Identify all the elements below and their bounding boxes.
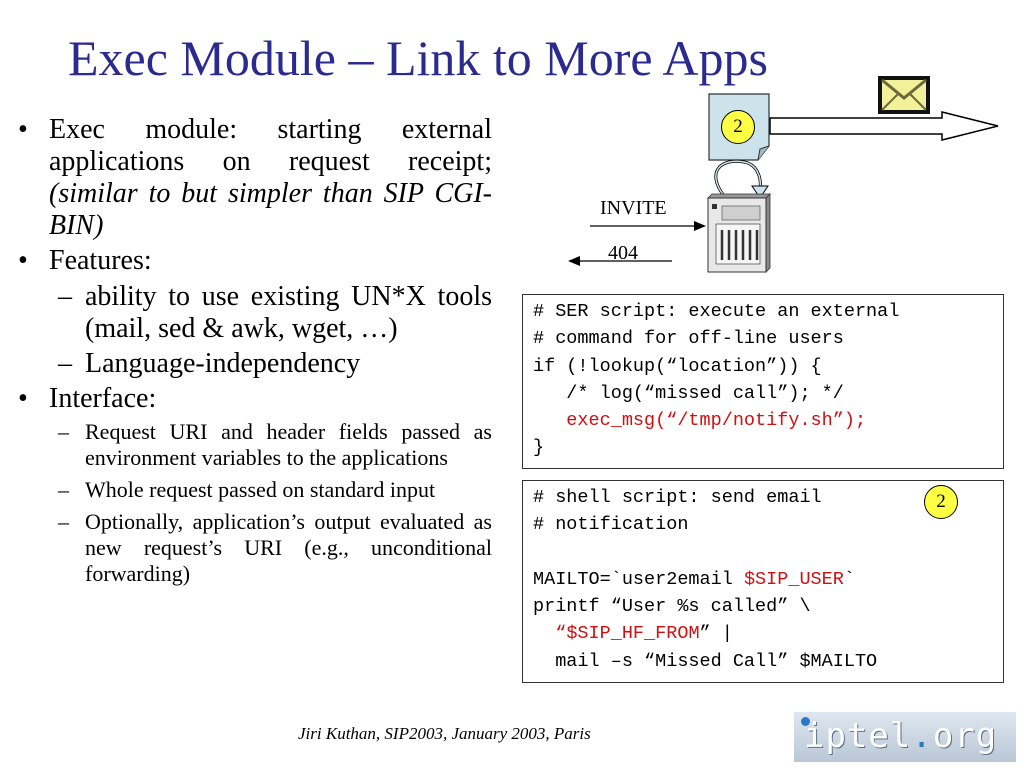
flow-diagram	[568, 76, 999, 273]
bullet-text: Exec module: starting external applicati…	[49, 114, 492, 177]
sub-bullet-language: – Language-independency	[40, 348, 492, 380]
sub-bullet-marker: –	[58, 348, 72, 379]
iptel-logo: iptel.org	[794, 712, 1016, 762]
code-line: mail –s “Missed Call” $MAILTO	[533, 650, 878, 672]
slide-footer: Jiri Kuthan, SIP2003, January 2003, Pari…	[298, 724, 591, 743]
code-line-blank	[533, 539, 993, 566]
bullet-text: Interface:	[49, 383, 157, 414]
bullet-text: Features:	[49, 245, 152, 276]
bullet-list: • Exec module: starting external applica…	[18, 114, 492, 593]
sub-bullet-text: Language-independency	[85, 348, 361, 379]
code-line: # shell script: send email	[533, 487, 822, 508]
code-indent	[533, 623, 555, 644]
code-line-highlight: exec_msg(“/tmp/notify.sh”);	[533, 410, 867, 432]
step-badge-shell: 2	[924, 485, 958, 519]
logo-text-dot: .	[911, 716, 933, 756]
code-line: # SER script: execute an external	[533, 301, 900, 322]
slide-title: Exec Module – Link to More Apps	[68, 30, 768, 86]
code-line: /* log(“missed call”); */	[533, 382, 844, 404]
code-text: `	[843, 568, 855, 590]
invite-label: INVITE	[600, 197, 667, 219]
sub-list: – Request URI and header fields passed a…	[49, 419, 492, 587]
code-line: # command for off-line users	[533, 328, 844, 350]
response-arrow	[568, 256, 672, 266]
sub-bullet-text: Request URI and header fields passed as …	[85, 419, 492, 470]
logo-dot-icon	[801, 717, 810, 726]
step-badge-diagram: 2	[721, 110, 755, 144]
sub-bullet-output-uri: – Optionally, application’s output evalu…	[40, 509, 492, 587]
sub-bullet-unix-tools: – ability to use existing UN*X tools (ma…	[40, 281, 492, 345]
sub-bullet-text: ability to use existing UN*X tools (mail…	[85, 281, 492, 344]
shell-script-box: # shell script: send email # notification…	[522, 480, 1004, 683]
sub-bullet-text: Optionally, application’s output evaluat…	[85, 509, 492, 586]
code-text: MAILTO=`user2email	[533, 568, 744, 590]
bullet-exec-module: • Exec module: starting external applica…	[18, 114, 492, 242]
code-variable: “$SIP_HF_FROM	[555, 623, 700, 645]
logo-text-part1: iptel	[804, 716, 912, 756]
curved-arrow	[714, 159, 769, 199]
code-line: }	[533, 437, 545, 459]
sub-bullet-text: Whole request passed on standard input	[85, 477, 436, 502]
code-text: ” |	[699, 623, 733, 645]
sub-bullet-marker: –	[58, 477, 69, 502]
code-line: MAILTO=`user2email $SIP_USER`	[533, 566, 993, 593]
bullet-marker: •	[18, 383, 28, 414]
outgoing-mail-arrow	[769, 111, 999, 141]
code-line: printf “User %s called” \	[533, 596, 811, 618]
logo-text-part2: org	[932, 716, 998, 756]
envelope-icon	[878, 76, 930, 114]
bullet-features: • Features: – ability to use existing UN…	[18, 245, 492, 380]
response-label: 404	[608, 242, 638, 264]
bullet-interface: • Interface: – Request URI and header fi…	[18, 383, 492, 587]
server-icon	[707, 193, 771, 273]
sub-bullet-marker: –	[58, 419, 69, 444]
code-line: # notification	[533, 514, 689, 536]
ser-script-box: # SER script: execute an external # comma…	[522, 294, 1004, 469]
bullet-marker: •	[18, 245, 28, 276]
code-variable: $SIP_USER	[743, 568, 844, 590]
bullet-marker: •	[18, 114, 28, 145]
sub-bullet-env-vars: – Request URI and header fields passed a…	[40, 419, 492, 471]
sub-list: – ability to use existing UN*X tools (ma…	[49, 281, 492, 380]
invite-arrow	[590, 221, 706, 231]
sub-bullet-marker: –	[58, 509, 69, 534]
code-line: if (!lookup(“location”)) {	[533, 355, 822, 377]
bullet-italic-note: (similar to but simpler than SIP CGI-BIN…	[49, 178, 492, 241]
code-line: “$SIP_HF_FROM” |	[533, 620, 993, 647]
sub-bullet-stdin: – Whole request passed on standard input	[40, 477, 492, 503]
sub-bullet-marker: –	[58, 281, 72, 312]
